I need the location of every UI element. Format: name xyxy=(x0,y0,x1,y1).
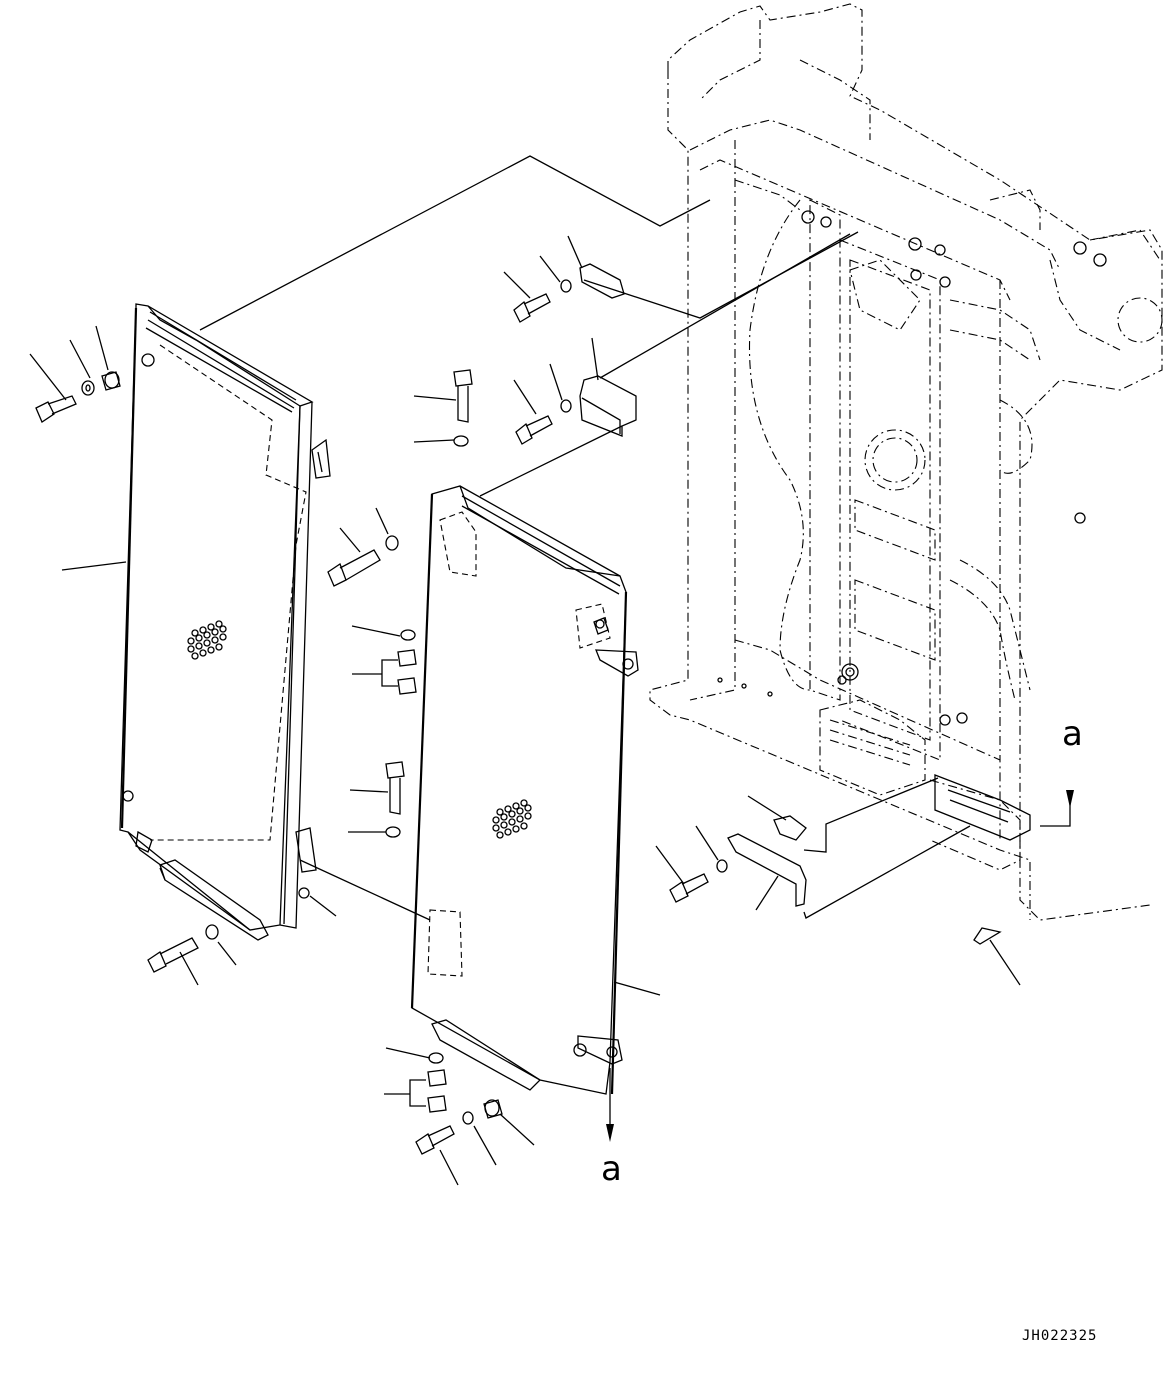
drawing-code: JH022325 xyxy=(1022,1328,1097,1344)
view-marker-right: a xyxy=(1062,714,1083,754)
leader-lines xyxy=(29,155,1021,1186)
center-side-panel xyxy=(410,485,639,1095)
mesh-grille-center xyxy=(492,799,532,839)
view-arrow-right: a xyxy=(1040,714,1083,827)
hardware-parts xyxy=(35,263,1002,1155)
view-marker-bottom: a xyxy=(601,1149,622,1189)
mesh-grille-left xyxy=(187,620,227,660)
frame-phantom xyxy=(649,3,1163,921)
left-side-panel xyxy=(119,303,331,941)
view-arrow-bottom: a xyxy=(601,1068,622,1189)
